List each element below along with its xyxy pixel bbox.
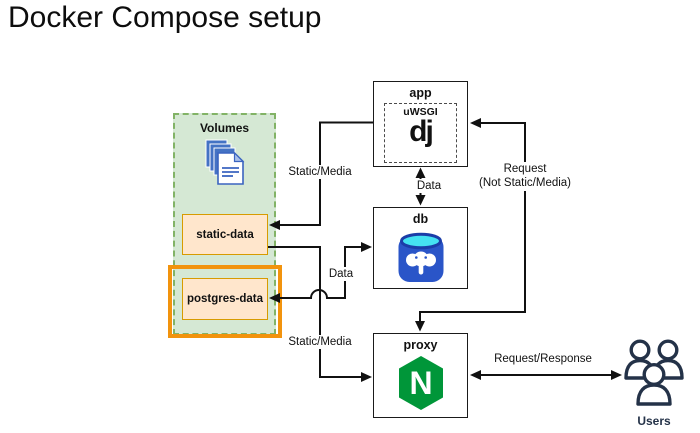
arrowhead-into-app-bottom	[415, 167, 426, 178]
uwsgi-label: uWSGI	[403, 106, 438, 118]
label-data-db-postgres: Data	[326, 267, 356, 282]
app-node: app uWSGI dj	[373, 81, 468, 167]
documents-icon	[205, 139, 245, 185]
users-group: Users	[614, 336, 694, 428]
label-static-media-upper: Static/Media	[286, 165, 354, 180]
db-label: db	[412, 212, 429, 226]
page-title: Docker Compose setup	[8, 1, 322, 34]
arrowhead-into-proxy-left	[361, 372, 372, 382]
postgres-data-label: postgres-data	[186, 293, 264, 305]
users-label: Users	[637, 414, 671, 428]
static-data-label: static-data	[196, 228, 254, 241]
label-request-not-static: Request (Not Static/Media)	[476, 162, 574, 191]
label-data-app-db: Data	[414, 179, 444, 194]
proxy-node: proxy N	[373, 333, 468, 418]
arrowhead-into-proxy-right	[470, 370, 481, 380]
label-request-line2: (Not Static/Media)	[478, 177, 572, 190]
postgresql-logo	[398, 232, 443, 282]
users-icon	[624, 339, 684, 406]
svg-text:N: N	[409, 365, 432, 401]
volumes-label: Volumes	[199, 121, 250, 135]
arrowhead-into-db-top	[415, 195, 426, 206]
db-node: db	[373, 207, 468, 289]
proxy-label: proxy	[403, 338, 438, 352]
label-static-media-lower: Static/Media	[286, 335, 354, 350]
postgres-data-volume: postgres-data	[182, 278, 268, 320]
label-request-line1: Request	[503, 163, 547, 175]
arrowhead-into-proxy-top	[415, 321, 425, 332]
label-request-response: Request/Response	[492, 352, 594, 367]
arrowhead-into-app-right	[470, 118, 481, 128]
uwsgi-box: uWSGI dj	[384, 103, 457, 163]
arrowhead-into-db-left	[361, 242, 372, 252]
static-data-volume: static-data	[182, 214, 268, 255]
nginx-logo: N	[398, 356, 443, 410]
django-logo: dj	[409, 115, 434, 148]
app-label: app	[409, 86, 432, 100]
